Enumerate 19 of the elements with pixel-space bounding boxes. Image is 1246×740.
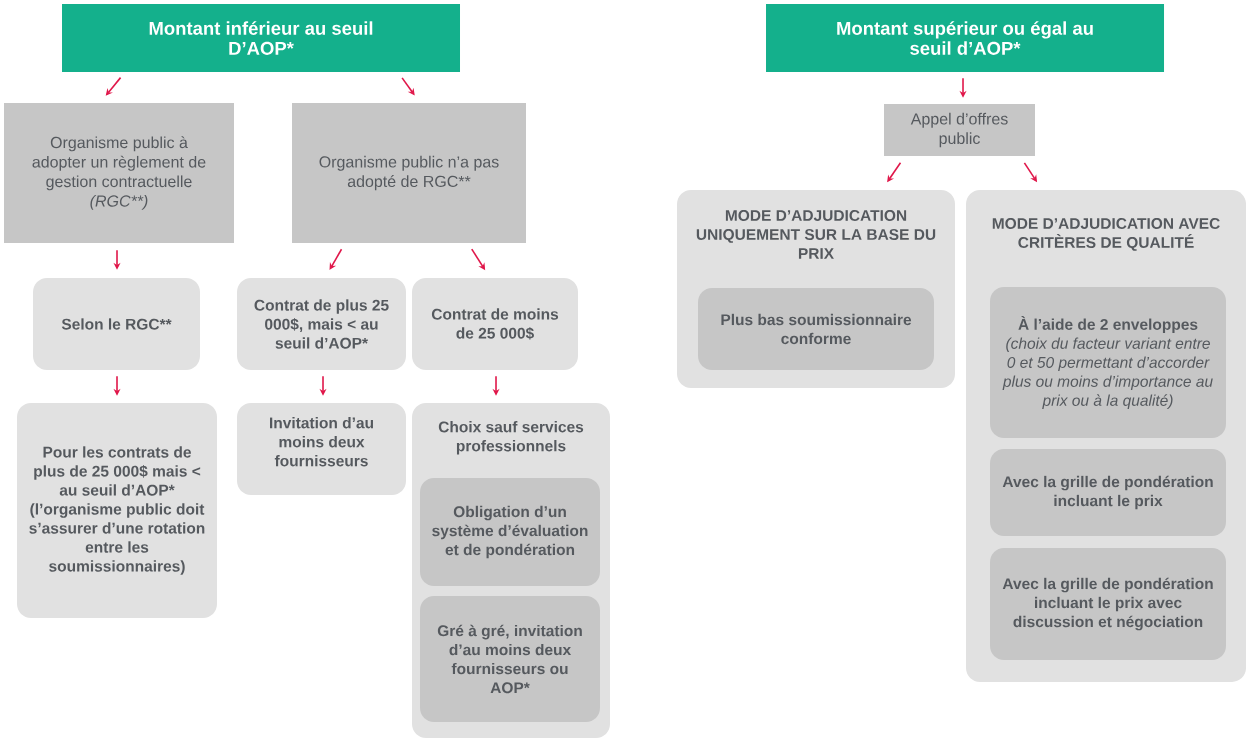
arrow <box>401 77 415 96</box>
arrow <box>329 248 343 270</box>
process-box: Invitation d’au moins deux fournisseurs <box>237 403 406 495</box>
process-box: Organisme public n’a pas adopté de RGC** <box>292 103 526 243</box>
process-box: Avec la grille de pondération incluant le prix avec discussion et négociation <box>990 548 1226 660</box>
process-box: Gré à gré, invitation d’au moins deux fournisseurs ou AOP* <box>420 596 600 722</box>
process-box: Avec la grille de pondération incluant le prix <box>990 449 1226 536</box>
arrow <box>105 76 122 96</box>
process-box: Selon le RGC** <box>33 278 200 370</box>
heading-box: Montant inférieur au seuil D’AOP* <box>62 4 460 72</box>
process-box: Organisme public à adopter un règlement de gestion contractuelle (RGC**) <box>4 103 234 243</box>
process-box: À l’aide de 2 enveloppes (choix du facteur variant entre 0 et 50 permettant d’accorder plus ou moins d’importance au prix ou à la qualité) <box>990 287 1226 438</box>
process-box: Appel d’offres public <box>884 104 1035 156</box>
process-box: Plus bas soumissionnaire conforme <box>698 288 934 370</box>
process-box: Contrat de moins de 25 000$ <box>412 278 578 370</box>
process-box: Pour les contrats de plus de 25 000$ mais < au seuil d’AOP* (l’organisme public doit s’assurer d’une rotation entre les soumissionnaires) <box>17 403 217 618</box>
process-box: Obligation d’un système d’évaluation et de pondération <box>420 478 600 586</box>
process-box: Contrat de plus 25 000$, mais < au seuil d’AOP* <box>237 278 406 370</box>
heading-box: Montant supérieur ou égal au seuil d’AOP* <box>766 4 1164 72</box>
